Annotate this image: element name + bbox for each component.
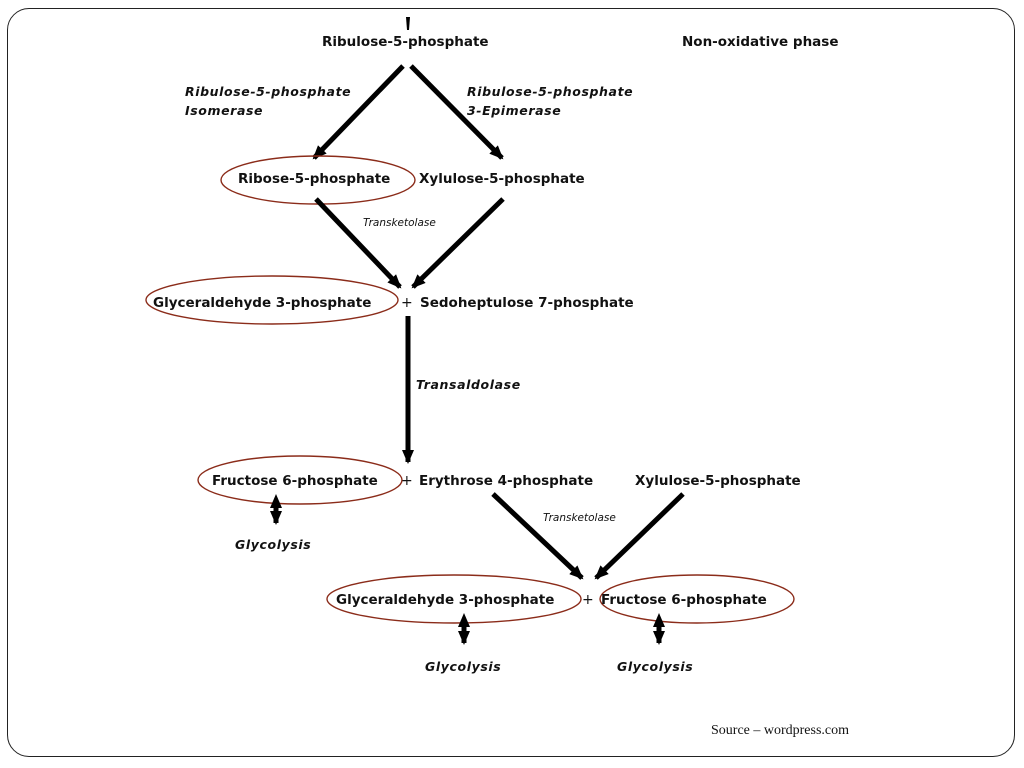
arrow-xylulose-to-products-2 <box>594 492 685 580</box>
ribose-5-phosphate-label: Ribose-5-phosphate <box>238 171 390 187</box>
source-caption: Source – wordpress.com <box>711 723 850 738</box>
xylulose-5-phosphate-label: Xylulose-5-phosphate <box>419 171 585 187</box>
glycolysis-label-1: Glycolysis <box>235 537 311 552</box>
arrow-erythrose-to-products <box>491 492 584 580</box>
fructose-highlight-ring-2 <box>599 574 795 624</box>
plus-sign-3: + <box>582 592 594 608</box>
glyceraldehyde-highlight-ring-1 <box>145 275 399 325</box>
isomerase-enzyme-line2: Isomerase <box>185 103 263 118</box>
isomerase-enzyme-line1: Ribulose-5-phosphate <box>185 84 351 99</box>
xylulose-5-phosphate-label-2: Xylulose-5-phosphate <box>635 473 801 489</box>
slide-frame <box>7 8 1015 757</box>
glycolysis-label-2: Glycolysis <box>425 659 501 674</box>
glycolysis-label-3: Glycolysis <box>617 659 693 674</box>
glyceraldehyde-3-phosphate-label-1: Glyceraldehyde 3-phosphate <box>153 295 371 311</box>
plus-sign-1: + <box>401 295 413 311</box>
phase-label: Non-oxidative phase <box>682 34 838 50</box>
arrow-to-xylulose <box>409 64 504 160</box>
epimerase-enzyme-line2: 3-Epimerase <box>467 103 561 118</box>
glyceraldehyde-3-phosphate-label-2: Glyceraldehyde 3-phosphate <box>336 592 554 608</box>
arrow-xylulose-to-products <box>411 197 505 289</box>
plus-sign-2: + <box>401 473 413 489</box>
top-tick <box>406 17 410 30</box>
epimerase-enzyme-line1: Ribulose-5-phosphate <box>467 84 633 99</box>
ribulose-5-phosphate-label: Ribulose-5-phosphate <box>322 34 489 50</box>
fructose-6-phosphate-label-1: Fructose 6-phosphate <box>212 473 378 489</box>
arrow-to-ribose <box>312 64 405 160</box>
fructose-6-phosphate-label-2: Fructose 6-phosphate <box>601 592 767 608</box>
transketolase-label-1: Transketolase <box>363 217 436 229</box>
transaldolase-label: Transaldolase <box>416 377 521 392</box>
arrow-ribose-to-products <box>314 197 402 289</box>
glyceraldehyde-highlight-ring-2 <box>326 574 582 624</box>
sedoheptulose-7-phosphate-label: Sedoheptulose 7-phosphate <box>420 295 634 311</box>
fructose-highlight-ring-1 <box>197 455 403 505</box>
erythrose-4-phosphate-label: Erythrose 4-phosphate <box>419 473 593 489</box>
transketolase-label-2: Transketolase <box>543 512 616 524</box>
